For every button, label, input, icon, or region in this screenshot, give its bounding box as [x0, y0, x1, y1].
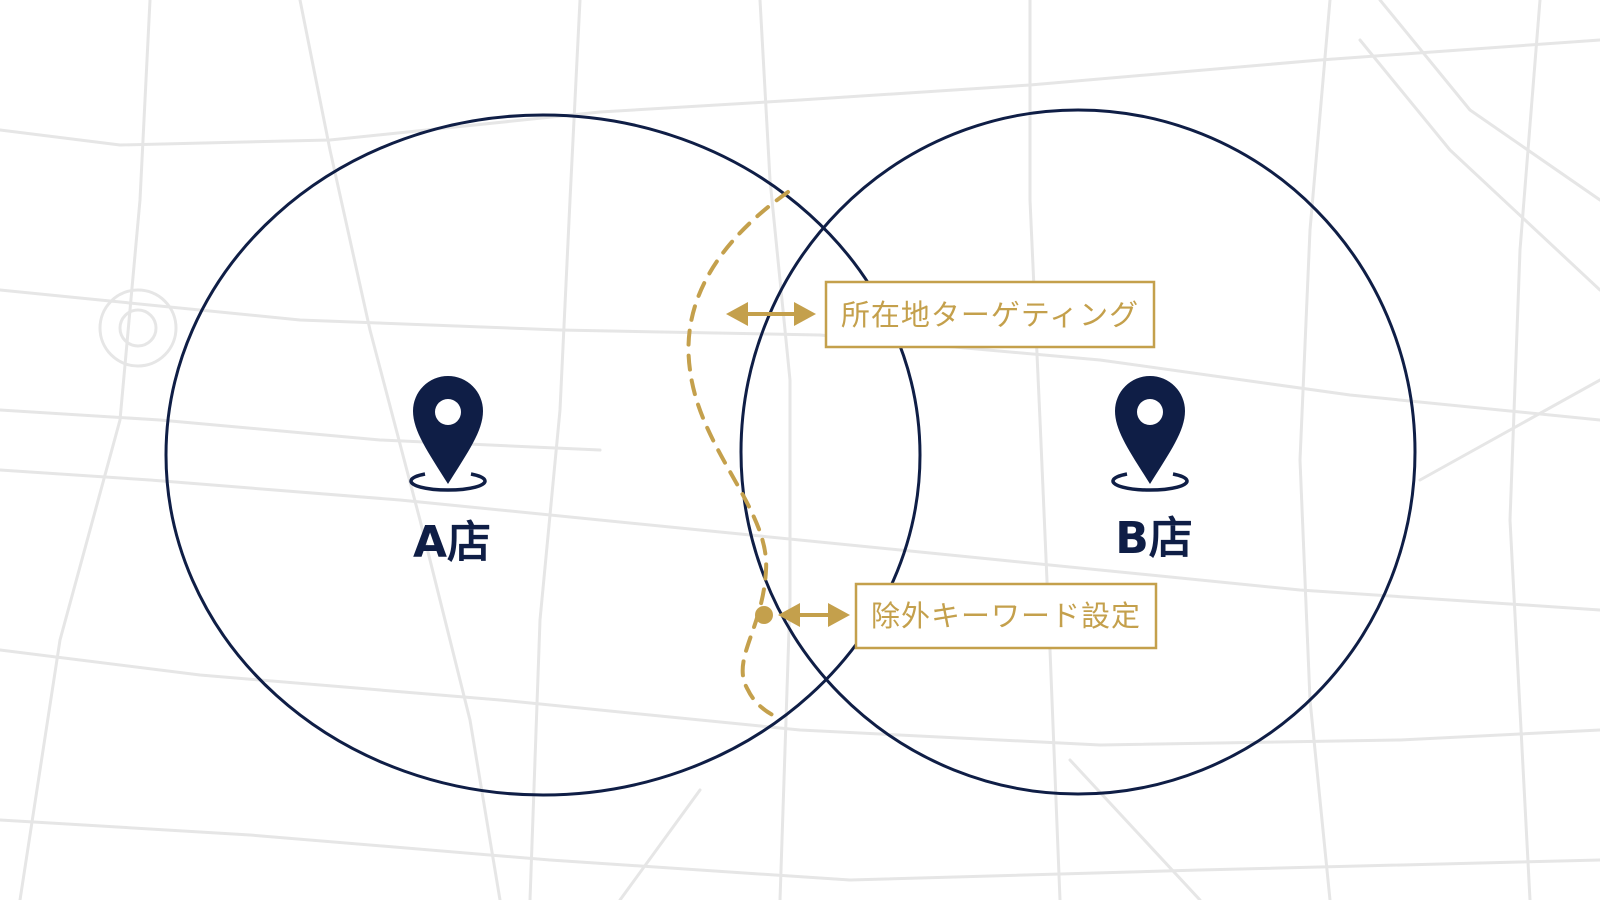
store-b-label: B店 [1115, 513, 1193, 564]
trade-areas [164, 108, 1417, 797]
store-a-marker: A店 [409, 376, 491, 568]
map-road [0, 38, 1600, 147]
store-a-area-circle [164, 113, 922, 797]
map-road [0, 408, 602, 452]
location-targeting-text: 所在地ターゲティング [841, 298, 1139, 332]
boundary-point [755, 606, 773, 624]
map-road [298, 0, 502, 900]
store-a-label: A店 [413, 517, 491, 568]
map-road [528, 0, 582, 900]
map-road [18, 0, 152, 900]
targeting-boundary-line [686, 190, 790, 720]
map-pin-icon [409, 376, 487, 492]
map-road [0, 468, 1600, 612]
location-targeting-label-box [824, 280, 1156, 349]
map-road [1028, 0, 1062, 900]
double-headed-arrow-icon [778, 603, 850, 627]
map-road [758, 0, 792, 900]
map-road [1418, 378, 1600, 482]
location-targeting-label: 所在地ターゲティング [824, 280, 1156, 349]
map-road [618, 788, 702, 900]
double-headed-arrow-icon [726, 302, 816, 326]
map-road [0, 648, 1600, 747]
negative-keyword-text: 除外キーワード設定 [871, 599, 1141, 633]
negative-keyword-label: 除外キーワード設定 [854, 582, 1158, 650]
map-road [0, 818, 1600, 882]
map-roundabout-core [118, 308, 158, 348]
map-road [1358, 38, 1600, 292]
map-road [1508, 0, 1542, 900]
map-road [1068, 758, 1202, 900]
store-b-area-circle [739, 108, 1417, 796]
store-b-marker: B店 [1111, 376, 1193, 564]
map-roundabout [98, 288, 178, 368]
map-pin-icon [1111, 376, 1189, 492]
map-road [1378, 0, 1600, 202]
map-road [1298, 0, 1332, 900]
negative-keyword-label-box [854, 582, 1158, 650]
